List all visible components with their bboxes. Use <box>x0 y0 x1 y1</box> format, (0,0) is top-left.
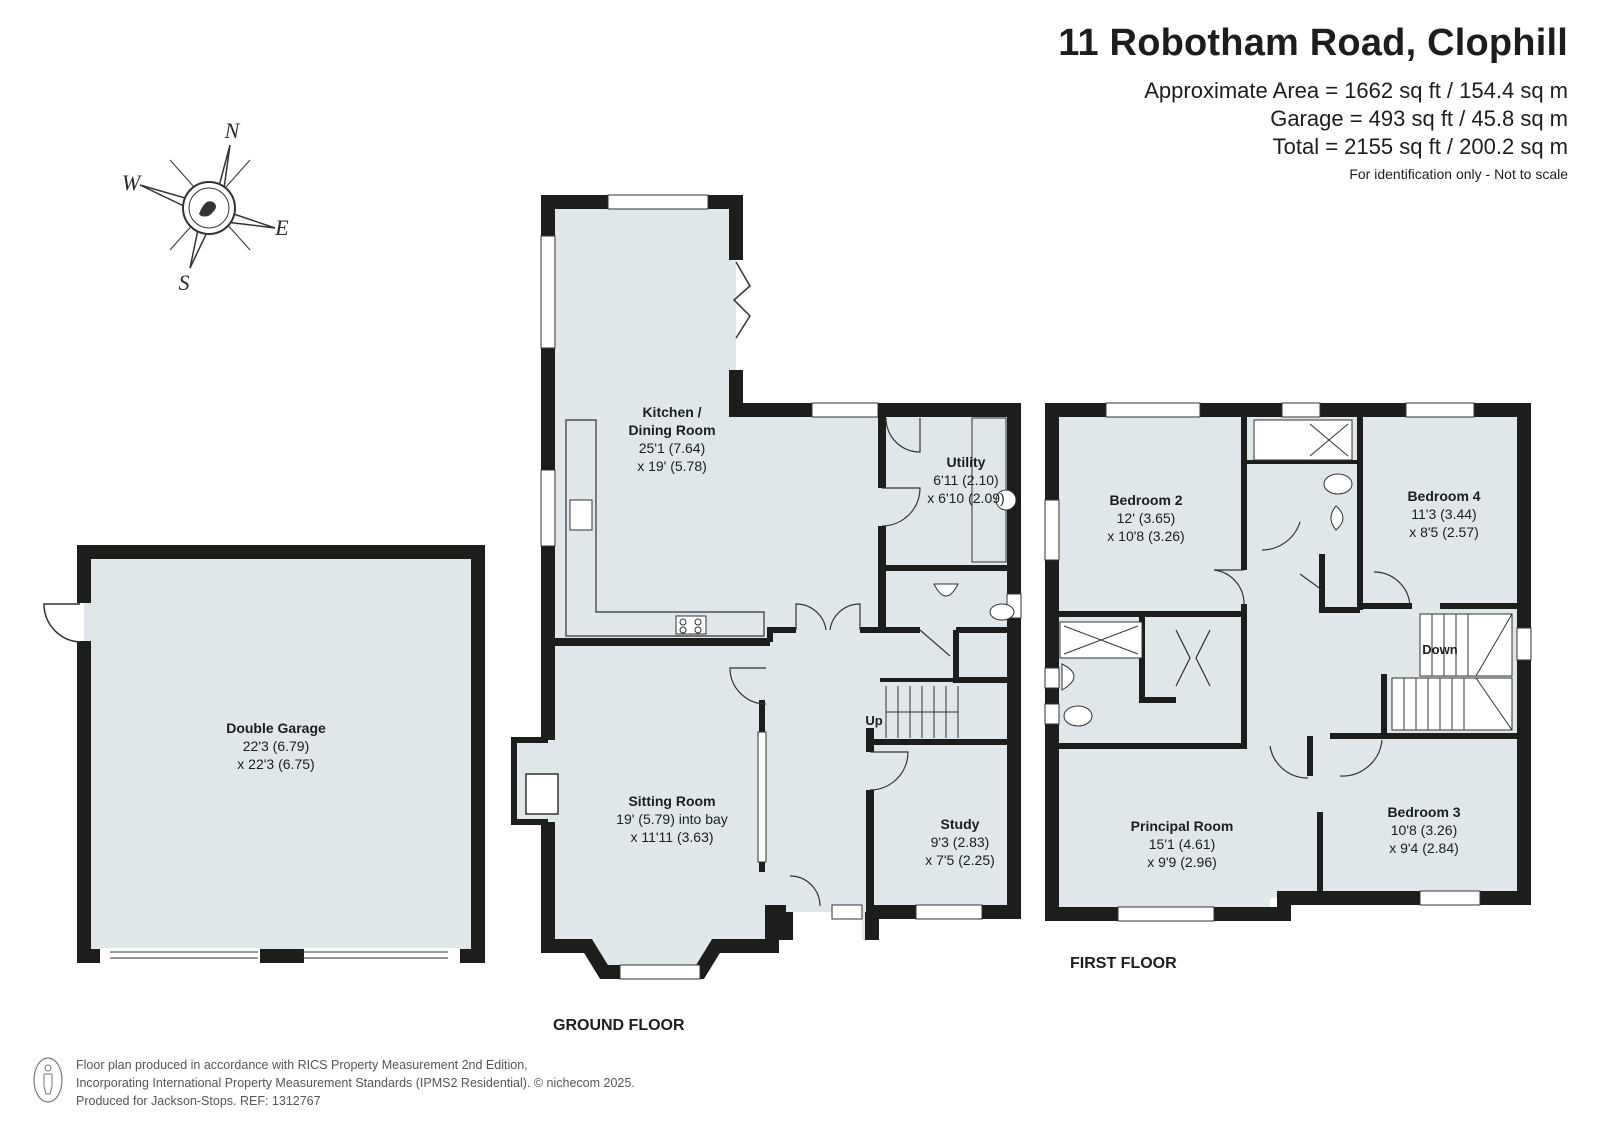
room-labels: Double Garage 22'3 (6.79) x 22'3 (6.75) … <box>226 404 1481 1034</box>
footer-line-2: Incorporating International Property Mea… <box>76 1076 635 1090</box>
study-name: Study <box>941 816 980 832</box>
compass-icon: N E S W <box>122 118 289 295</box>
utility-dim2: x 6'10 (2.09) <box>927 490 1004 506</box>
ground-floor-label: GROUND FLOOR <box>553 1017 685 1034</box>
sitting-dim1: 19' (5.79) into bay <box>616 811 728 827</box>
bedroom2-dim1: 12' (3.65) <box>1117 510 1176 526</box>
ground-floor <box>511 194 1022 980</box>
person-icon <box>33 1057 63 1103</box>
principal-dim2: x 9'9 (2.96) <box>1147 854 1217 870</box>
sitting-name: Sitting Room <box>628 793 715 809</box>
bedroom4-name: Bedroom 4 <box>1407 488 1480 504</box>
stairs-up-label: Up <box>865 713 882 728</box>
bedroom4-dim2: x 8'5 (2.57) <box>1409 524 1479 540</box>
compass-e: E <box>274 215 289 240</box>
utility-dim1: 6'11 (2.10) <box>933 472 998 488</box>
bedroom3-dim2: x 9'4 (2.84) <box>1389 840 1459 856</box>
sitting-dim2: x 11'11 (3.63) <box>630 829 713 845</box>
compass-w: W <box>122 170 142 195</box>
total-area: Total = 2155 sq ft / 200.2 sq m <box>1272 134 1568 159</box>
first-floor-label: FIRST FLOOR <box>1070 955 1177 972</box>
kitchen-dim2: x 19' (5.78) <box>637 458 707 474</box>
kitchen-dim1: 25'1 (7.64) <box>639 440 706 456</box>
footer-line-1: Floor plan produced in accordance with R… <box>76 1058 528 1072</box>
bedroom2-dim2: x 10'8 (3.26) <box>1107 528 1184 544</box>
double-garage <box>43 545 485 964</box>
garage-dim1: 22'3 (6.79) <box>243 738 310 754</box>
utility-name: Utility <box>947 454 986 470</box>
principal-dim1: 15'1 (4.61) <box>1149 836 1216 852</box>
stairs-down-label: Down <box>1422 642 1457 657</box>
garage-area: Garage = 493 sq ft / 45.8 sq m <box>1270 106 1568 131</box>
first-floor <box>1044 402 1532 922</box>
garage-dim2: x 22'3 (6.75) <box>237 756 314 772</box>
kitchen-name-1: Kitchen / <box>642 404 701 420</box>
approximate-area: Approximate Area = 1662 sq ft / 154.4 sq… <box>1144 78 1568 103</box>
identification-note: For identification only - Not to scale <box>1349 166 1568 182</box>
bedroom3-dim1: 10'8 (3.26) <box>1391 822 1458 838</box>
study-dim2: x 7'5 (2.25) <box>925 852 995 868</box>
study-dim1: 9'3 (2.83) <box>931 834 990 850</box>
kitchen-name-2: Dining Room <box>628 422 715 438</box>
bedroom4-dim1: 11'3 (3.44) <box>1411 506 1476 522</box>
bedroom2-name: Bedroom 2 <box>1109 492 1182 508</box>
bedroom3-name: Bedroom 3 <box>1387 804 1460 820</box>
footer-line-3: Produced for Jackson-Stops. REF: 1312767 <box>76 1094 321 1108</box>
principal-name: Principal Room <box>1131 818 1234 834</box>
garage-name: Double Garage <box>226 720 326 736</box>
compass-s: S <box>179 270 190 295</box>
page-title: 11 Robotham Road, Clophill <box>1058 22 1568 64</box>
compass-n: N <box>224 118 241 143</box>
